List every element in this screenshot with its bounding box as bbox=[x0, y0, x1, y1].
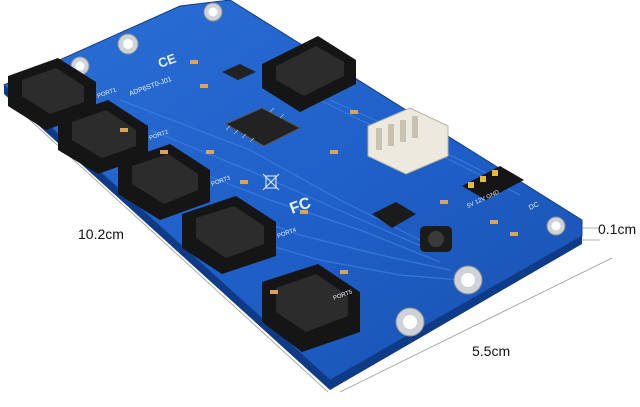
dc-marking: DC bbox=[528, 201, 540, 212]
sata-port-2 bbox=[58, 100, 148, 174]
power-jumper-header bbox=[462, 166, 524, 200]
length-dimension-label: 10.2cm bbox=[78, 226, 124, 242]
sata-host-port bbox=[262, 36, 356, 112]
fc-marking: FC bbox=[288, 194, 314, 217]
weee-symbol bbox=[262, 173, 280, 191]
small-ic bbox=[222, 64, 256, 80]
sata-port-3 bbox=[118, 144, 210, 220]
inductor bbox=[420, 226, 452, 252]
sata-port-5 bbox=[262, 264, 360, 352]
molex-power-connector bbox=[367, 107, 449, 175]
smd-components bbox=[120, 60, 518, 294]
mounting-holes bbox=[70, 2, 566, 337]
width-dimension-label: 5.5cm bbox=[472, 343, 511, 359]
thickness-dimension-label: 0.1cm bbox=[598, 221, 637, 237]
voltage-regulator bbox=[372, 202, 416, 228]
sata-port-1 bbox=[8, 58, 96, 130]
ce-marking: CE bbox=[156, 50, 178, 70]
controller-chip bbox=[224, 107, 302, 147]
sata-port-4 bbox=[182, 196, 276, 274]
